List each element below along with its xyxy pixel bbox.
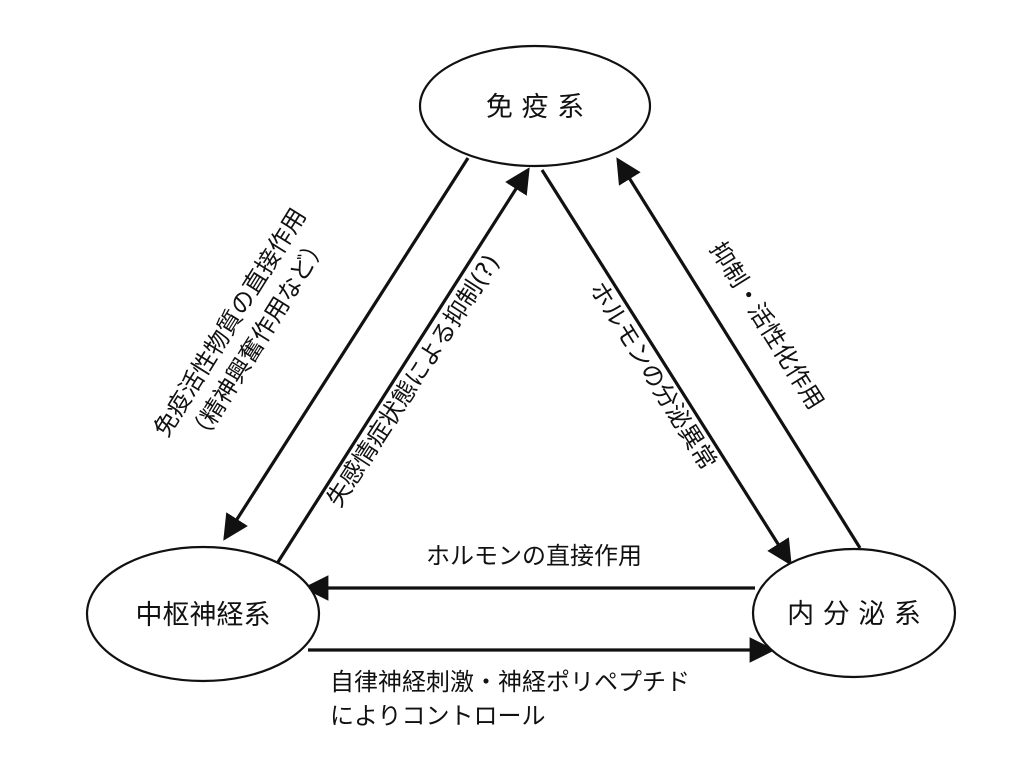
node-immune-shape [418, 44, 652, 168]
label-cns-to-endocrine-line1: 自律神経刺激・神経ポリペプチド [330, 668, 690, 696]
label-cns-to-immune: 失感情症状態による抑制(?) [321, 249, 505, 511]
label-immune-to-endocrine: ホルモンの分泌異常 [584, 277, 722, 475]
arrow-immune-to-cns [223, 157, 470, 541]
label-endocrine-to-cns: ホルモンの直接作用 [426, 542, 642, 570]
label-immune-to-cns: 免疫活性物質の直接作用 （精神興奮作用など） [148, 203, 333, 449]
node-immune-system: 免 疫 系 [418, 44, 652, 168]
node-central-nervous-system: 中枢神経系 [85, 545, 321, 683]
node-endocrine-label: 内 分 泌 系 [787, 599, 921, 630]
arrow-immune-to-endocrine [540, 169, 792, 566]
arrow-endocrine-to-immune [616, 157, 862, 549]
label-cns-to-endocrine-line2: によりコントロール [330, 702, 546, 730]
node-immune-label: 免 疫 系 [486, 92, 584, 123]
node-endocrine-shape [751, 547, 957, 679]
node-endocrine-system: 内 分 泌 系 [751, 547, 957, 679]
arrow-cns-to-immune [276, 167, 530, 563]
node-cns-label: 中枢神経系 [136, 600, 271, 631]
node-cns-shape [85, 545, 321, 683]
